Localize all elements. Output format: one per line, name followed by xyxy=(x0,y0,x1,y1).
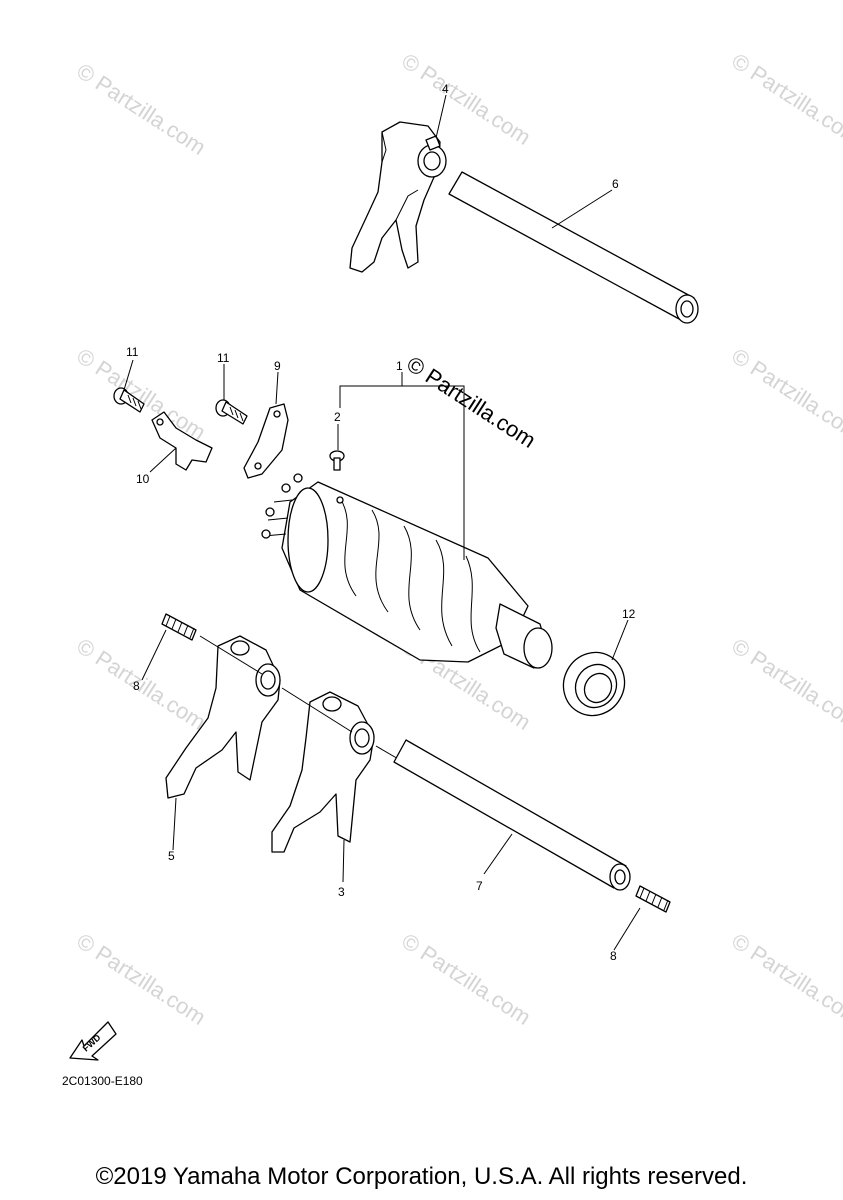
watermark: © Partzilla.com xyxy=(72,633,210,735)
bolt-11a xyxy=(113,387,145,413)
pin-2 xyxy=(329,450,345,471)
copyright-notice: ©2019 Yamaha Motor Corporation, U.S.A. A… xyxy=(95,1163,748,1190)
watermark: © Partzilla.com xyxy=(727,343,843,445)
shift-shaft-6 xyxy=(448,171,699,324)
shift-drum-1 xyxy=(261,473,553,669)
watermark: © Partzilla.com xyxy=(397,928,535,1030)
shift-fork-5 xyxy=(165,635,281,799)
callout-1: 1 xyxy=(396,359,403,373)
shift-fork-4 xyxy=(349,121,447,273)
callout-5: 5 xyxy=(168,849,175,863)
watermark: © Partzilla.com xyxy=(72,343,210,445)
callout-8b: 8 xyxy=(610,949,617,963)
callout-2: 2 xyxy=(334,410,341,424)
callout-12: 12 xyxy=(622,607,636,621)
callout-11a: 11 xyxy=(126,345,139,359)
stopper-plate-9 xyxy=(243,403,289,479)
fwd-arrow-icon: FWD xyxy=(69,1021,117,1061)
watermark: © Partzilla.com xyxy=(727,633,843,735)
callout-6: 6 xyxy=(612,177,619,191)
spring-8b xyxy=(635,885,671,913)
callout-4: 4 xyxy=(442,82,449,96)
diagram-code: 2C01300-E180 xyxy=(62,1074,143,1088)
spring-8a xyxy=(161,613,197,641)
shift-shaft-7 xyxy=(393,739,631,891)
callout-10: 10 xyxy=(136,472,150,486)
callout-11b: 11 xyxy=(217,351,230,365)
callout-labels: 1 2 3 4 5 6 7 8 8 9 10 11 11 12 xyxy=(126,82,636,963)
bolt-11b xyxy=(215,399,248,425)
watermark-center: © Partzilla.com xyxy=(402,351,540,453)
watermark: © Partzilla.com xyxy=(727,48,843,150)
shift-fork-3 xyxy=(271,691,375,853)
watermark: © Partzilla.com xyxy=(72,58,210,160)
leader-lines xyxy=(123,94,641,951)
watermark: © Partzilla.com xyxy=(727,928,843,1030)
callout-8a: 8 xyxy=(133,679,140,693)
watermark: © Partzilla.com xyxy=(72,928,210,1030)
callout-7: 7 xyxy=(476,879,483,893)
callout-9: 9 xyxy=(274,359,281,373)
stopper-lever-10 xyxy=(151,411,213,471)
bearing-12 xyxy=(562,651,626,717)
callout-3: 3 xyxy=(338,885,345,899)
